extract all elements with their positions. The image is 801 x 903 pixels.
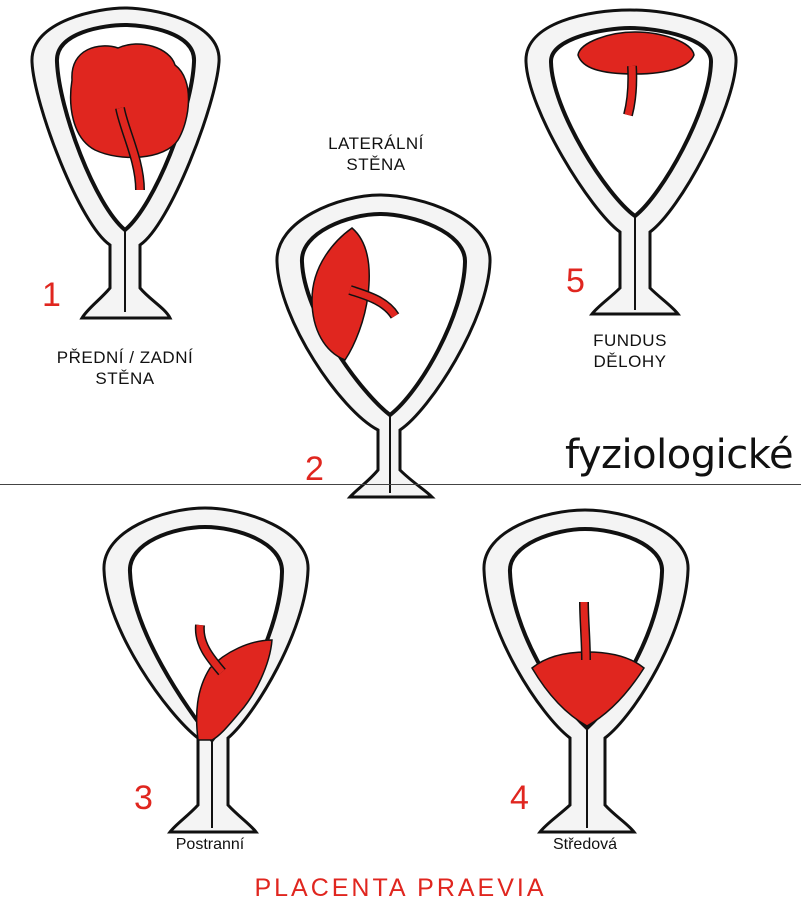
diagram-caption-4: Středová	[520, 834, 650, 855]
caption-line: Středová	[520, 834, 650, 855]
group-title-placenta-praevia: PLACENTA PRAEVIA	[0, 874, 801, 903]
diagram-number-4: 4	[510, 781, 529, 815]
